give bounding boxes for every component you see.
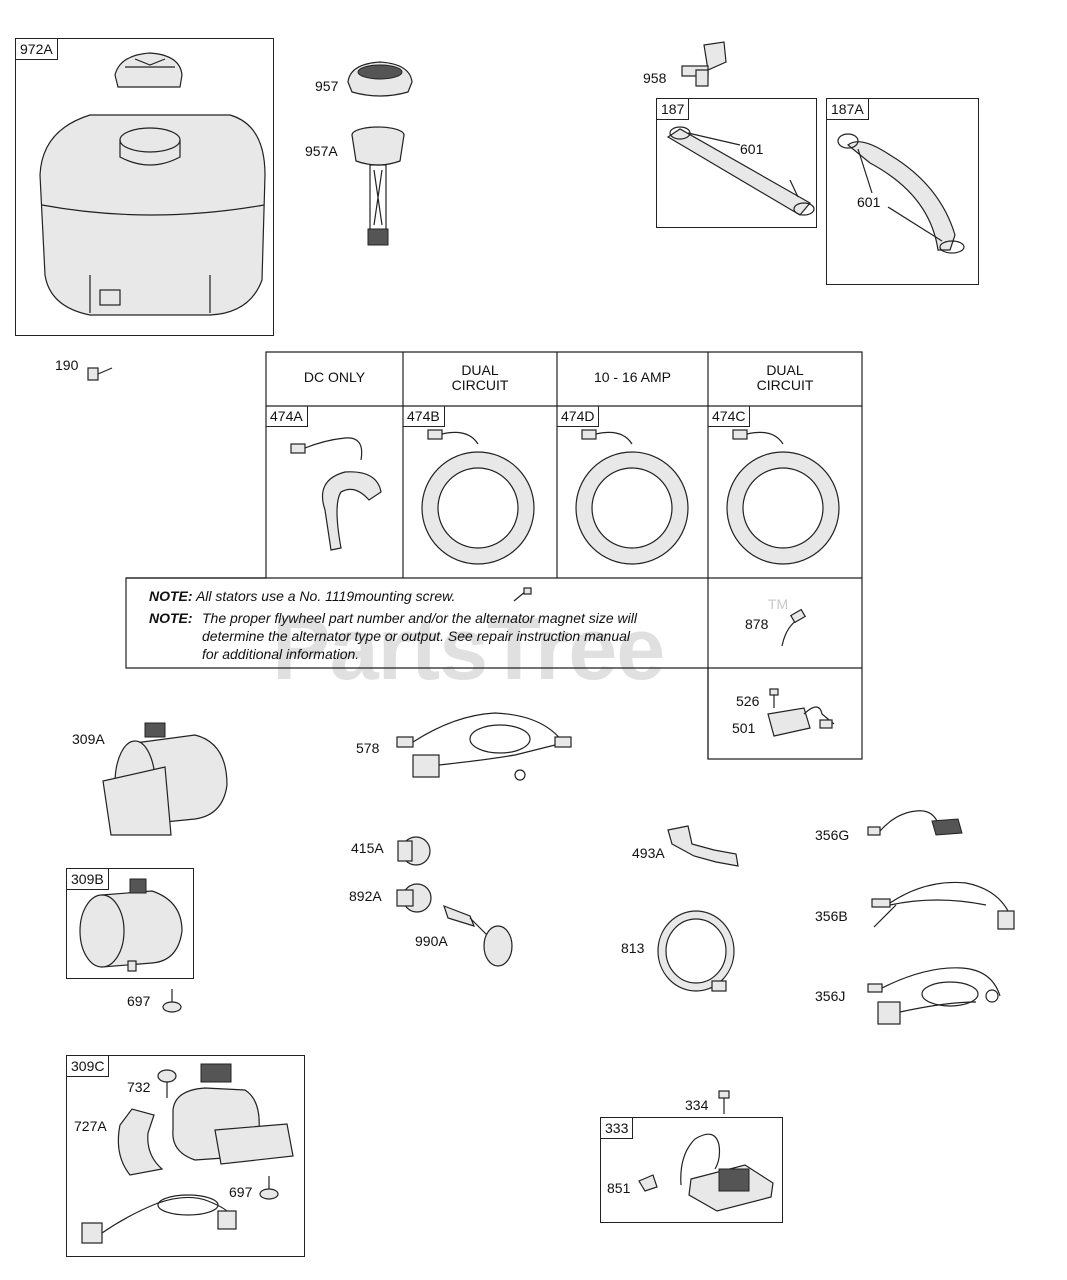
- stator-dual-circuit-2-icon[interactable]: [723, 420, 848, 570]
- tag-187[interactable]: 187: [657, 99, 690, 120]
- label-601-b[interactable]: 601: [857, 194, 881, 210]
- bolt-697-a-icon[interactable]: [160, 985, 184, 1015]
- regulator-icon[interactable]: [764, 696, 839, 741]
- mounting-screw-icon: [513, 587, 532, 602]
- label-334[interactable]: 334: [685, 1097, 709, 1113]
- stator-dual-circuit-icon[interactable]: [418, 420, 543, 570]
- bracket-icon[interactable]: [664, 822, 744, 877]
- screw-icon[interactable]: [86, 362, 114, 384]
- label-957[interactable]: 957: [315, 78, 339, 94]
- fuel-tank-icon[interactable]: [30, 45, 270, 330]
- fuel-valve-icon[interactable]: [676, 40, 731, 90]
- tag-474A[interactable]: 474A: [266, 406, 308, 427]
- label-415A[interactable]: 415A: [351, 840, 384, 856]
- header-10-16-amp: 10 - 16 AMP: [593, 369, 672, 385]
- label-957A[interactable]: 957A: [305, 143, 338, 159]
- label-878[interactable]: 878: [745, 616, 769, 632]
- label-851[interactable]: 851: [607, 1180, 631, 1196]
- ignition-coil-icon[interactable]: [635, 1125, 780, 1220]
- wire-harness-578-icon[interactable]: [395, 705, 575, 785]
- fuel-cap-icon[interactable]: [344, 58, 416, 98]
- clamp-band-icon[interactable]: [652, 905, 747, 1005]
- tag-474D[interactable]: 474D: [557, 406, 600, 427]
- label-601-a[interactable]: 601: [740, 141, 764, 157]
- wire-356J-icon[interactable]: [866, 962, 1006, 1030]
- label-526[interactable]: 526: [736, 693, 760, 709]
- tag-474B[interactable]: 474B: [403, 406, 445, 427]
- tag-972A[interactable]: 972A: [16, 39, 58, 60]
- label-356B[interactable]: 356B: [815, 908, 848, 924]
- note-2-label: NOTE:: [149, 610, 193, 626]
- wire-356B-icon[interactable]: [866, 875, 1016, 935]
- tag-333[interactable]: 333: [601, 1118, 634, 1139]
- watermark: PartsTree: [272, 599, 665, 698]
- box-187: 187: [656, 98, 817, 228]
- label-697-a[interactable]: 697: [127, 993, 151, 1009]
- tag-309C[interactable]: 309C: [67, 1056, 110, 1077]
- label-990A[interactable]: 990A: [415, 933, 448, 949]
- box-972A: 972A: [15, 38, 274, 336]
- diode-lead-icon[interactable]: [778, 608, 808, 650]
- key-switch-icon[interactable]: [394, 833, 434, 869]
- label-501[interactable]: 501: [732, 720, 756, 736]
- starter-motor-309A-icon[interactable]: [95, 715, 235, 840]
- watermark-trademark: TM: [768, 596, 789, 612]
- note-2-line-3: for additional information.: [202, 646, 360, 662]
- label-813[interactable]: 813: [621, 940, 645, 956]
- box-187A: 187A: [826, 98, 979, 285]
- starter-motor-309B-icon[interactable]: [72, 875, 192, 975]
- note-1-label: NOTE:: [149, 588, 193, 604]
- box-309C: 309C: [66, 1055, 305, 1257]
- wire-356G-icon[interactable]: [866, 805, 976, 850]
- label-958[interactable]: 958: [643, 70, 667, 86]
- tag-187A[interactable]: 187A: [827, 99, 869, 120]
- stator-dc-only-icon[interactable]: [285, 420, 395, 560]
- stator-10-16-amp-icon[interactable]: [572, 420, 697, 570]
- starter-motor-309C-icon[interactable]: [165, 1060, 300, 1175]
- tag-474C[interactable]: 474C: [708, 406, 751, 427]
- label-578[interactable]: 578: [356, 740, 380, 756]
- fuel-line-curved-icon[interactable]: [830, 125, 975, 280]
- bolt-697-b-icon[interactable]: [258, 1172, 280, 1202]
- dipstick-cap-icon[interactable]: [348, 125, 408, 250]
- choke-knob-icon[interactable]: [440, 898, 520, 968]
- label-356G[interactable]: 356G: [815, 827, 850, 843]
- label-732[interactable]: 732: [127, 1079, 151, 1095]
- power-cord-icon[interactable]: [78, 1185, 248, 1250]
- header-dual-circuit-2: DUAL CIRCUIT: [756, 362, 814, 393]
- label-493A[interactable]: 493A: [632, 845, 665, 861]
- tag-309B[interactable]: 309B: [67, 869, 109, 890]
- bolt-732-icon[interactable]: [156, 1068, 178, 1100]
- bolt-334-icon[interactable]: [717, 1090, 731, 1116]
- label-727A[interactable]: 727A: [74, 1118, 107, 1134]
- regulator-screw-icon[interactable]: [768, 688, 780, 710]
- note-1: NOTE: All stators use a No. 1119mounting…: [149, 587, 455, 605]
- box-309B: 309B: [66, 868, 194, 979]
- label-697-b[interactable]: 697: [229, 1184, 253, 1200]
- fuel-line-straight-icon[interactable]: [660, 125, 815, 225]
- header-dual-circuit-1: DUAL CIRCUIT: [451, 362, 509, 393]
- box-333: 333: [600, 1117, 783, 1223]
- switch-892A-icon[interactable]: [393, 880, 435, 916]
- note-2-line-2: determine the alternator type or output.…: [202, 628, 631, 644]
- label-892A[interactable]: 892A: [349, 888, 382, 904]
- label-190[interactable]: 190: [55, 357, 79, 373]
- note-1-text: All stators use a No. 1119mounting screw…: [195, 588, 456, 604]
- label-356J[interactable]: 356J: [815, 988, 846, 1004]
- note-2-line-1: The proper flywheel part number and/or t…: [202, 610, 637, 626]
- label-309A[interactable]: 309A: [72, 731, 105, 747]
- starter-cover-icon[interactable]: [110, 1105, 170, 1180]
- header-dc-only: DC ONLY: [303, 369, 366, 385]
